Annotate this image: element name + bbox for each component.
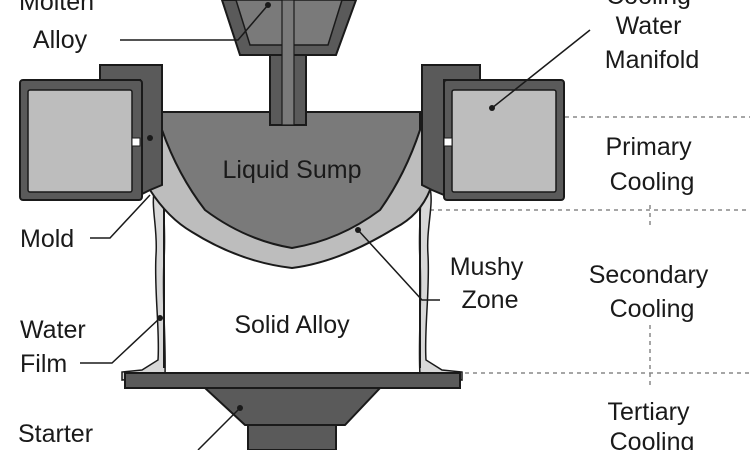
leader-lines — [80, 4, 591, 450]
starter-stem — [247, 424, 337, 450]
label-solid-alloy: Solid Alloy — [234, 311, 350, 339]
water-film-left — [121, 187, 166, 381]
leader-dots — [147, 2, 495, 411]
label-tertiary-cooling: Tertiary Cooling — [608, 398, 697, 450]
leader-manifold — [491, 29, 591, 109]
label-mold: Mold — [20, 225, 74, 253]
label-water-film: Water Film — [20, 316, 93, 378]
liquid-sump — [161, 111, 421, 250]
label-secondary-cooling: Secondary Cooling — [589, 261, 715, 323]
label-molten-alloy: Molten Alloy — [19, 0, 101, 54]
label-mushy-zone: Mushy Zone — [450, 253, 531, 314]
label-liquid-sump: Liquid Sump — [223, 156, 362, 184]
manifold-right — [443, 79, 565, 201]
molten-alloy-spout-inner — [281, 0, 295, 126]
leader-water-film — [80, 317, 161, 364]
leader-mold — [90, 194, 151, 239]
leader-mushy-zone — [357, 229, 440, 301]
manifold-left — [19, 79, 143, 201]
label-starter: Starter — [18, 420, 93, 448]
starter-plate — [124, 372, 461, 389]
water-film-right — [418, 187, 463, 381]
label-cooling-water-manifold: Cooling Water Manifold — [605, 0, 700, 74]
leader-molten-alloy — [120, 4, 269, 41]
zone-dividers — [430, 116, 750, 385]
starter-block — [202, 387, 383, 426]
leader-starter — [197, 407, 241, 450]
label-primary-cooling: Primary Cooling — [605, 133, 698, 196]
